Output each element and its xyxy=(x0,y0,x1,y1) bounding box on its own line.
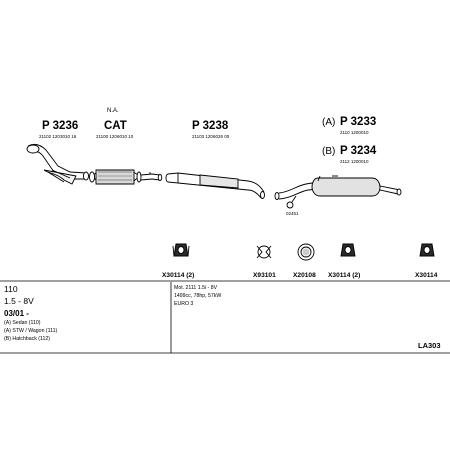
part-number-p3233: P 3233 xyxy=(340,116,377,128)
part-number-p3236: P 3236 xyxy=(42,120,79,132)
front-pipe-drawing xyxy=(26,143,89,185)
variant-label-a: (A) xyxy=(322,117,336,128)
rear-silencer-drawing xyxy=(274,175,402,209)
ring-code: 02451 xyxy=(286,211,299,216)
accessory-code-3: X20108 xyxy=(293,272,316,279)
accessory-icon-rubber-mount-1 xyxy=(172,243,190,257)
accessory-code-5: X30114 xyxy=(415,272,438,279)
oe-number-cat: 21100 1206010 10 xyxy=(96,134,134,139)
motor-line-2: 1499cc, 78hp, 57kW xyxy=(174,293,222,299)
vehicle-body-2: (A) STW / Wagon (111) xyxy=(4,328,58,334)
oe-number-p3233: 2110 1200010 xyxy=(340,130,369,135)
vehicle-date: 03/01 - xyxy=(4,309,29,318)
part-number-p3234: P 3234 xyxy=(340,145,377,157)
accessory-icon-rubber-mount-3 xyxy=(419,243,435,257)
motor-line-3: EURO 3 xyxy=(174,301,194,307)
vehicle-body-1: (A) Sedan (110) xyxy=(4,320,41,326)
vehicle-engine: 1.5 - 8V xyxy=(4,296,34,306)
vehicle-body-3: (B) Hatchback (112) xyxy=(4,336,51,342)
accessory-icon-clamp xyxy=(256,245,272,259)
cat-label: CAT xyxy=(104,120,127,132)
oe-number-p3236: 21102 1203010 16 xyxy=(39,134,77,139)
part-number-p3238: P 3238 xyxy=(192,120,229,132)
accessory-code-2: X93101 xyxy=(253,272,276,279)
accessory-icon-gasket xyxy=(297,243,315,261)
accessory-code-1: X30114 (2) xyxy=(162,272,195,279)
set-code: LA303 xyxy=(418,341,441,350)
vehicle-model: 110 xyxy=(4,284,18,294)
catalytic-converter-drawing xyxy=(89,169,163,185)
middle-pipe-drawing xyxy=(165,172,265,199)
accessory-icon-rubber-mount-2 xyxy=(340,243,356,257)
motor-line-1: Mot. 2111 1.5i - 8V xyxy=(174,285,218,291)
variant-label-b: (B) xyxy=(322,146,336,157)
oe-number-p3234: 2112 1200010 xyxy=(340,159,369,164)
oe-number-p3238: 21103 1206026 00 xyxy=(192,134,230,139)
accessory-code-4: X30114 (2) xyxy=(328,272,361,279)
cat-note: N.A. xyxy=(107,108,119,114)
